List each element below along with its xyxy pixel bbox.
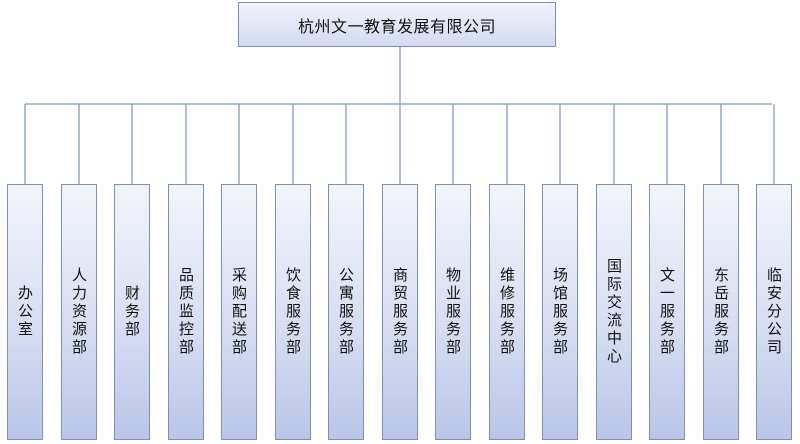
department-label: 维修服务部 [498, 267, 516, 357]
department-label: 饮食服务部 [284, 267, 302, 357]
department-box: 临安分公司 [756, 184, 792, 440]
department-box: 物业服务部 [435, 184, 471, 440]
department-label: 人力资源部 [70, 267, 88, 357]
department-box: 财务部 [114, 184, 150, 440]
department-label: 场馆服务部 [551, 267, 569, 357]
department-box: 国际交流中心 [596, 184, 632, 440]
department-box: 采购配送部 [221, 184, 257, 440]
department-box: 维修服务部 [489, 184, 525, 440]
drop-lines [24, 104, 775, 184]
department-label: 公寓服务部 [337, 267, 355, 357]
department-label: 东岳服务部 [712, 267, 730, 357]
department-label: 财务部 [123, 285, 141, 339]
department-box: 人力资源部 [61, 184, 97, 440]
department-box: 饮食服务部 [275, 184, 311, 440]
department-box: 办公室 [7, 184, 43, 440]
department-label: 临安分公司 [765, 267, 783, 357]
department-box: 商贸服务部 [382, 184, 418, 440]
department-label: 文一服务部 [658, 267, 676, 357]
department-box: 文一服务部 [649, 184, 685, 440]
department-label: 商贸服务部 [391, 267, 409, 357]
org-root-label: 杭州文一教育发展有限公司 [297, 16, 496, 36]
department-label: 品质监控部 [177, 267, 195, 357]
department-label: 国际交流中心 [605, 258, 623, 366]
department-label: 采购配送部 [230, 267, 248, 357]
department-label: 办公室 [16, 285, 34, 339]
department-box: 东岳服务部 [703, 184, 739, 440]
department-box: 场馆服务部 [542, 184, 578, 440]
org-root-box: 杭州文一教育发展有限公司 [238, 2, 556, 47]
department-label: 物业服务部 [444, 267, 462, 357]
department-box: 公寓服务部 [328, 184, 364, 440]
department-box: 品质监控部 [168, 184, 204, 440]
